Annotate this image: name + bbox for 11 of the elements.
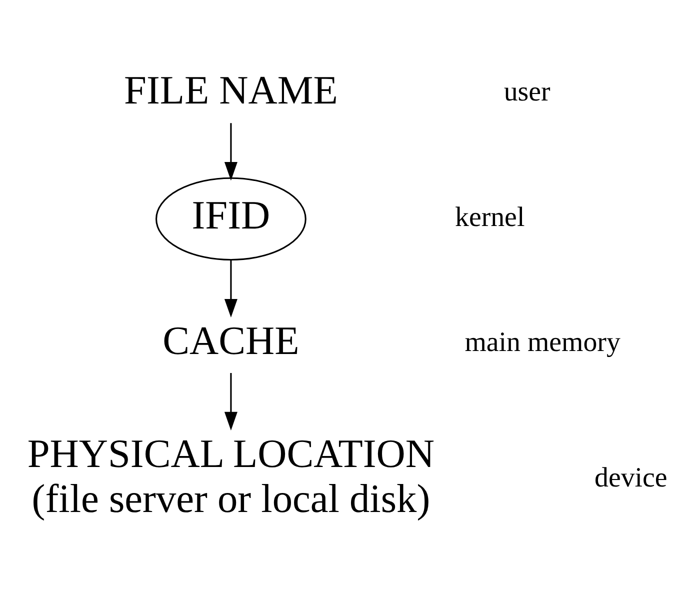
node-text: PHYSICAL LOCATION (file server or local disk) bbox=[27, 430, 434, 521]
label: kernel bbox=[455, 202, 525, 233]
node-ellipse: IFID bbox=[156, 177, 306, 261]
label: main memory bbox=[464, 326, 620, 358]
arrow bbox=[224, 260, 238, 318]
label: device bbox=[594, 462, 668, 494]
label: user bbox=[504, 76, 550, 108]
node-text: FILE NAME bbox=[124, 68, 338, 113]
node-text: CACHE bbox=[162, 318, 300, 363]
arrow bbox=[224, 373, 238, 430]
arrow bbox=[224, 123, 238, 181]
